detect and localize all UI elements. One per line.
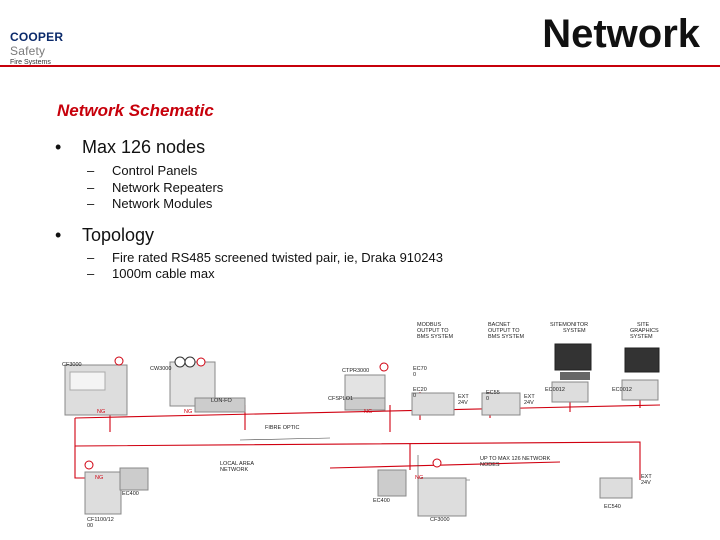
label-cw3000: CW3000 <box>150 366 171 372</box>
label-ext24: 24V <box>524 400 534 406</box>
bullet-topology: • Topology <box>55 225 155 246</box>
label-ng: NG <box>95 475 103 481</box>
label-bacnet: OUTPUT TO <box>488 328 520 334</box>
label-ext24: EXT <box>524 394 535 400</box>
module-ec55 <box>481 392 521 416</box>
label-ec400: EC400 <box>122 491 139 497</box>
label-ec540: EC540 <box>604 504 621 510</box>
label-modbus: OUTPUT TO <box>417 328 449 334</box>
network-diagram: MODBUS OUTPUT TO BMS SYSTEM BACNET OUTPU… <box>62 322 661 529</box>
label-bacnet: BMS SYSTEM <box>488 334 524 340</box>
label-ext24: 24V <box>641 480 651 486</box>
label-sitemonitor: SITEMONITOR <box>550 322 588 328</box>
label-cf1100: CF1100/12 <box>87 517 114 523</box>
cooper-logo: COOPER Safety Fire Systems <box>10 30 100 66</box>
label-ng: NG <box>415 475 423 481</box>
label-ng: NG <box>184 409 192 415</box>
logo-main: COOPER <box>10 30 64 44</box>
diagram-labels: MODBUS OUTPUT TO BMS SYSTEM BACNET OUTPU… <box>62 322 659 529</box>
label-ec400: EC400 <box>373 498 390 504</box>
list-item: –1000m cable max <box>87 266 215 281</box>
label-ctpr3000: CTPR3000 <box>342 368 369 374</box>
label-ec20: 0 <box>413 393 416 399</box>
label-ec0012: EC0012 <box>545 387 565 393</box>
label-ec0012: EC0012 <box>612 387 632 393</box>
bullet-label: Max 126 nodes <box>82 137 206 157</box>
control-panel-cf1100 <box>84 460 122 515</box>
control-panel-cf3000-bottom <box>417 458 467 517</box>
label-ng: NG <box>97 409 105 415</box>
bullet-nodes: • Max 126 nodes <box>55 137 206 158</box>
module-lon-fo <box>194 397 246 413</box>
header-divider <box>0 65 720 67</box>
label-cf3000: CF3000 <box>62 362 82 368</box>
label-lan: NETWORK <box>220 467 248 473</box>
label-ec20: EC20 <box>413 387 427 393</box>
module-ec540 <box>599 477 633 499</box>
bullet-label: Topology <box>82 225 155 245</box>
module-ec400-b <box>377 469 407 497</box>
label-sitemonitor: SYSTEM <box>563 328 586 334</box>
label-ec70: 0 <box>413 372 416 378</box>
label-ec55: EC55 <box>486 390 500 396</box>
label-modbus: MODBUS <box>417 322 441 328</box>
label-cfsplo: CFSPLO1 <box>328 396 353 402</box>
label-ext24: 24V <box>458 400 468 406</box>
logo-accent: Safety <box>10 44 46 58</box>
module-ec0012-a <box>551 381 589 403</box>
section-subtitle: Network Schematic <box>57 101 214 120</box>
label-cf3000: CF3000 <box>430 517 450 523</box>
label-ext24: EXT <box>641 474 652 480</box>
label-sitegraphics: SITE <box>637 322 650 328</box>
pc-sitemonitor <box>554 343 592 380</box>
bullet-marker: • <box>55 137 62 157</box>
logo-subtitle: Fire Systems <box>10 59 51 66</box>
label-upto: NODES <box>480 462 500 468</box>
label-ec70: EC70 <box>413 366 427 372</box>
label-sitegraphics: SYSTEM <box>630 334 653 340</box>
module-ec400-a <box>119 467 149 491</box>
module-cfsplo <box>344 397 386 411</box>
list-item: –Control Panels <box>87 163 198 178</box>
label-sitegraphics: GRAPHICS <box>630 328 659 334</box>
module-ec0012-b <box>621 379 659 401</box>
label-ng: NG <box>364 409 372 415</box>
page-title: Network <box>542 12 700 56</box>
label-lon-fo: LON-FO <box>211 398 233 404</box>
label-upto: UP TO MAX 126 NETWORK <box>480 456 551 462</box>
label-fibre-optic: FIBRE OPTIC <box>265 425 300 431</box>
list-item: –Network Repeaters <box>87 180 224 195</box>
control-panel-cf3000-top <box>64 356 128 416</box>
module-ec20 <box>411 392 455 416</box>
list-item: –Fire rated RS485 screened twisted pair,… <box>87 250 443 265</box>
list-item: –Network Modules <box>87 196 213 211</box>
bullet-marker: • <box>55 225 62 245</box>
label-ext24: EXT <box>458 394 469 400</box>
label-modbus: BMS SYSTEM <box>417 334 453 340</box>
label-lan: LOCAL AREA <box>220 461 254 467</box>
pc-sitegraphics <box>624 347 660 373</box>
label-bacnet: BACNET <box>488 322 511 328</box>
label-ec55: 0 <box>486 396 489 402</box>
label-cf1100: 00 <box>87 523 93 529</box>
